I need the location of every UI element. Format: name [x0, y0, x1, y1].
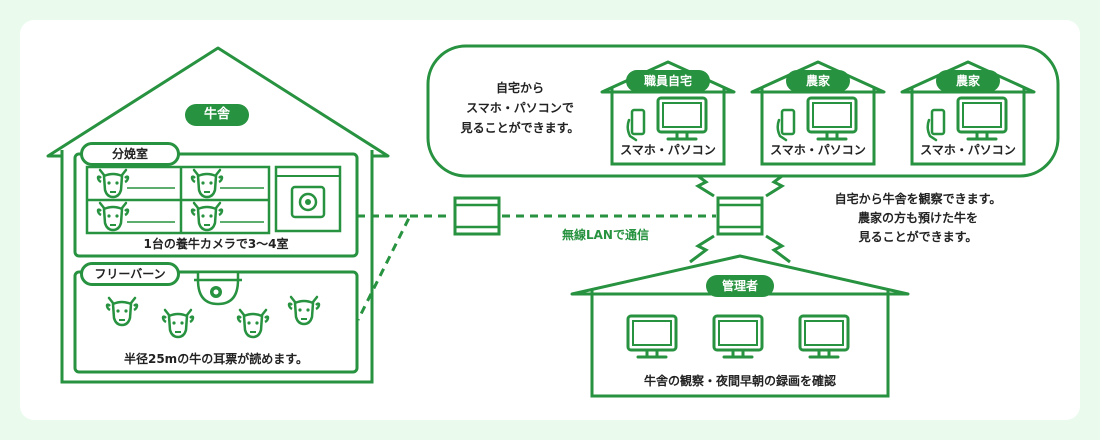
- monitor-icon: [712, 314, 764, 359]
- router-icon: [716, 196, 764, 236]
- remote-viewing-area: [426, 44, 1060, 178]
- house-title-staff: 職員自宅: [626, 70, 710, 92]
- monitor-icon: [656, 96, 708, 141]
- remote-note: 自宅から牛舎を観察できます。 農家の方も預けた牛を 見ることができます。: [818, 190, 1018, 247]
- remote-note-line: 農家の方も預けた牛を: [857, 211, 978, 225]
- device-label: スマホ・パソコン: [920, 143, 1016, 157]
- remote-note-line: 自宅から牛舎を観察できます。: [834, 192, 1002, 206]
- device-label: スマホ・パソコン: [620, 143, 716, 157]
- free-barn-label: フリーバーン: [80, 262, 180, 286]
- remote-note-line: 見ることができます。: [858, 230, 978, 244]
- monitor-icon: [626, 314, 678, 359]
- remote-description-line: 見ることができます。: [460, 121, 580, 135]
- free-barn-caption: 半径25mの牛の耳票が読めます。: [123, 352, 308, 366]
- calving-room-caption: 1台の養牛カメラで3〜4室: [143, 237, 289, 251]
- admin-title: 管理者: [706, 275, 774, 297]
- wireless-link: [356, 214, 716, 321]
- calving-room-label: 分娩室: [80, 142, 180, 166]
- router-icon: [453, 196, 501, 236]
- camera-icon: [274, 165, 342, 233]
- dome-camera-icon: [194, 270, 242, 306]
- barn-title: 牛舎: [185, 104, 249, 126]
- monitor-icon: [806, 96, 858, 141]
- remote-description: 自宅から スマホ・パソコンで 見ることができます。: [440, 78, 600, 138]
- device-label: スマホ・パソコン: [770, 143, 866, 157]
- admin-caption: 牛舎の観察・夜間早朝の録画を確認: [643, 374, 836, 388]
- monitor-icon: [798, 314, 850, 359]
- remote-description-line: 自宅から: [495, 81, 544, 95]
- monitor-icon: [956, 96, 1008, 141]
- house-title-farmer-1: 農家: [786, 70, 850, 92]
- remote-description-line: スマホ・パソコンで: [466, 101, 574, 115]
- house-title-farmer-2: 農家: [936, 70, 1000, 92]
- wireless-link-label: 無線LANで通信: [562, 228, 649, 242]
